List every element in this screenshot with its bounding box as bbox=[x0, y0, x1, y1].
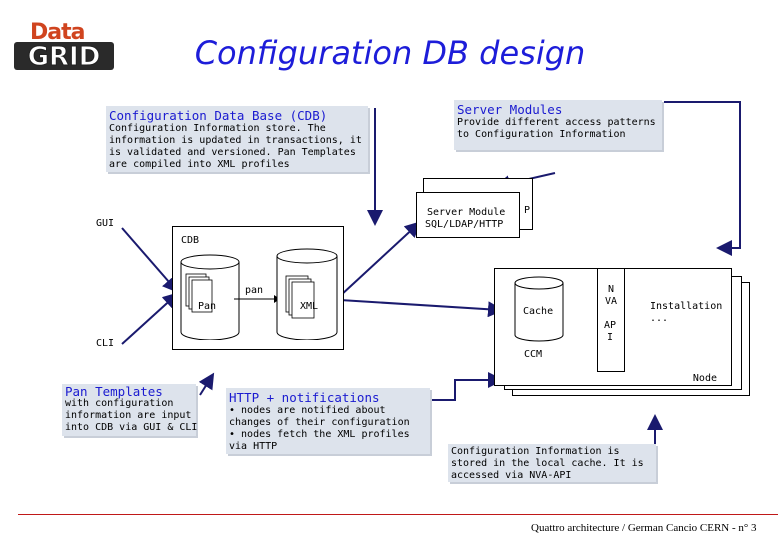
pan-templates-heading: Pan Templates bbox=[65, 384, 163, 399]
logo-grid-graphic: GRID bbox=[14, 42, 114, 70]
cdb-note: Configuration Data Base (CDB) Configurat… bbox=[106, 106, 368, 172]
server-modules-heading: Server Modules bbox=[457, 102, 563, 117]
nva-api-box bbox=[597, 268, 625, 372]
server-module-box: Server Module SQL/LDAP/HTTP bbox=[416, 192, 520, 238]
server-modules-body: Provide different access patterns to Con… bbox=[457, 117, 656, 140]
gui-label: GUI bbox=[96, 218, 115, 229]
cache-label: Cache bbox=[523, 306, 554, 317]
server-module-line2: SQL/LDAP/HTTP bbox=[425, 219, 504, 230]
http-notifications-heading: HTTP + notifications bbox=[229, 390, 380, 405]
cdb-note-body: Configuration Information store. The inf… bbox=[109, 123, 362, 170]
local-cache-body: Configuration Information is stored in t… bbox=[451, 446, 644, 481]
xml-label: XML bbox=[300, 301, 319, 312]
pan-templates-note: Pan Templates with configuration informa… bbox=[62, 384, 198, 436]
cdb-label: CDB bbox=[181, 235, 200, 246]
logo-data-text: Data bbox=[30, 20, 85, 45]
xml-profiles-cylinder bbox=[276, 248, 338, 340]
page-title: Configuration DB design bbox=[194, 34, 586, 72]
datagrid-logo: Data GRID bbox=[12, 18, 120, 72]
server-modules-note: Server Modules Provide different access … bbox=[454, 100, 662, 150]
pan-templates-cylinder bbox=[180, 254, 240, 340]
footer-divider bbox=[18, 514, 778, 515]
node-label: Node bbox=[692, 373, 717, 384]
local-cache-note: Configuration Information is stored in t… bbox=[448, 444, 656, 482]
server-module-line1: Server Module bbox=[427, 207, 506, 218]
footer-text: Quattro architecture / German Cancio CER… bbox=[531, 522, 757, 534]
installation-label: Installation ... bbox=[650, 301, 723, 324]
api-label: AP I bbox=[603, 320, 617, 343]
logo-grid-text: GRID bbox=[28, 42, 101, 70]
cli-label: CLI bbox=[96, 338, 115, 349]
pan-arrow-label: pan bbox=[245, 285, 264, 296]
http-notifications-note: HTTP + notifications • nodes are notifie… bbox=[226, 388, 430, 454]
server-module-back-label: P bbox=[523, 205, 530, 216]
pan-templates-body: with configuration information are input… bbox=[65, 398, 198, 433]
ccm-label: CCM bbox=[524, 349, 543, 360]
http-notifications-body: • nodes are notified about changes of th… bbox=[229, 405, 410, 452]
cdb-note-heading: Configuration Data Base (CDB) bbox=[109, 108, 328, 123]
cache-cylinder bbox=[514, 276, 564, 342]
nva-label: N VA bbox=[604, 284, 618, 307]
pan-left-label: Pan bbox=[198, 301, 217, 312]
